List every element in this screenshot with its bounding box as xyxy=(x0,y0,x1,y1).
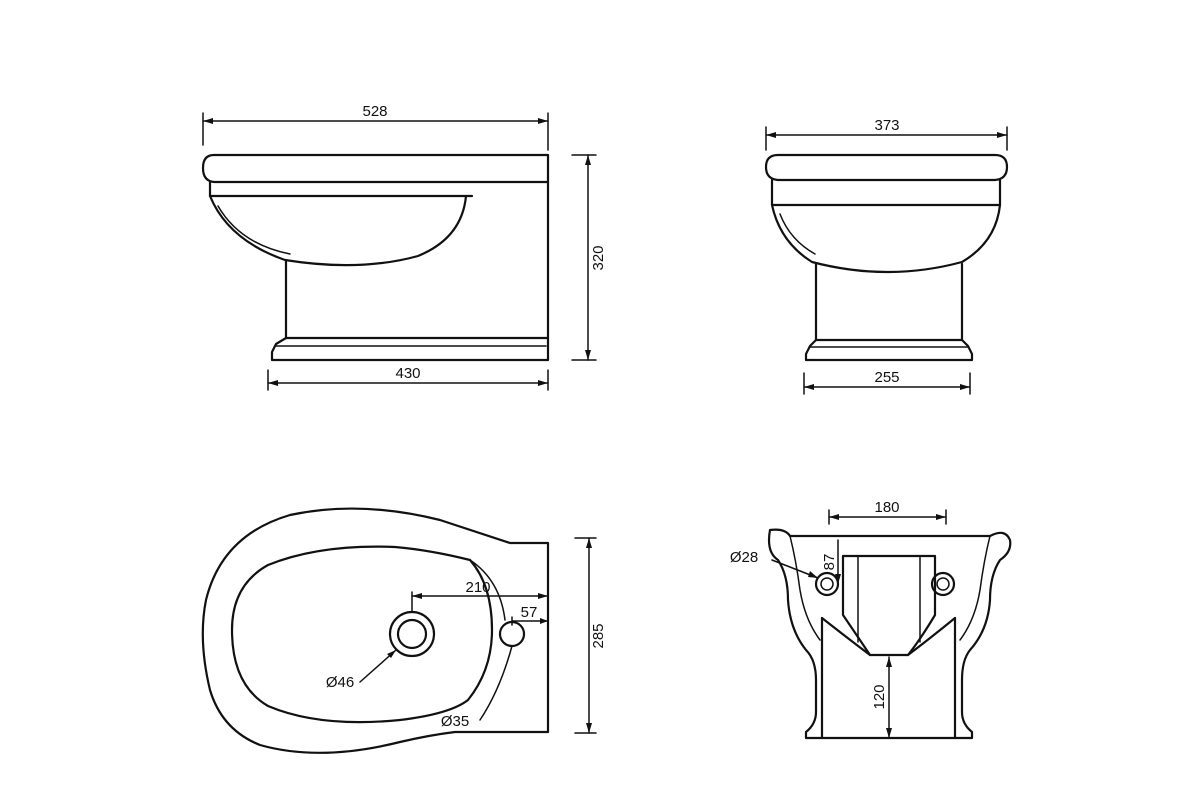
dim-label-57: 57 xyxy=(521,604,538,621)
front-view: 373 255 xyxy=(764,117,1009,395)
leader-tap-hole: Ø46 xyxy=(326,649,397,691)
dim-label-255: 255 xyxy=(874,369,899,386)
dimension-outlet-height: 120 xyxy=(871,656,892,739)
dim-label-210: 210 xyxy=(465,579,490,596)
label-diameter-35: Ø35 xyxy=(441,713,469,730)
label-diameter-28: Ø28 xyxy=(730,549,758,566)
dimension-width-base: 255 xyxy=(803,369,971,395)
dimension-tap-offset: 210 xyxy=(411,579,549,613)
side-view-body xyxy=(201,153,550,362)
tap-hole xyxy=(388,610,436,658)
dim-label-320: 320 xyxy=(590,245,607,270)
fixing-hole-left xyxy=(814,571,840,597)
label-diameter-46: Ø46 xyxy=(326,674,354,691)
dimension-width-base: 430 xyxy=(267,365,549,391)
rear-view: 180 87 Ø28 120 xyxy=(730,499,1012,740)
leader-overflow-hole: Ø35 xyxy=(441,645,513,730)
dim-label-87: 87 xyxy=(821,554,838,571)
dimension-overflow-offset: 57 xyxy=(511,604,549,626)
top-view: 210 57 285 Ø46 Ø35 xyxy=(201,507,607,754)
dimension-width-top: 373 xyxy=(765,117,1008,151)
dim-label-430: 430 xyxy=(395,365,420,382)
dimension-depth: 285 xyxy=(574,537,607,734)
dim-label-120: 120 xyxy=(871,684,888,709)
dim-label-528: 528 xyxy=(362,103,387,120)
front-view-body xyxy=(764,153,1009,362)
dim-label-373: 373 xyxy=(874,117,899,134)
dimension-fixing-height: 87 xyxy=(821,539,841,585)
dim-label-180: 180 xyxy=(874,499,899,516)
dimension-width-top: 528 xyxy=(202,103,549,151)
dimension-height: 320 xyxy=(571,154,607,361)
side-view: 528 320 430 xyxy=(201,103,607,391)
leader-fixing-hole: Ø28 xyxy=(730,549,819,579)
top-view-body xyxy=(201,507,550,754)
dim-label-285: 285 xyxy=(590,623,607,648)
fixing-hole-right xyxy=(930,571,956,597)
dimension-fixing-spacing: 180 xyxy=(828,499,947,525)
rear-view-body xyxy=(767,528,1012,740)
